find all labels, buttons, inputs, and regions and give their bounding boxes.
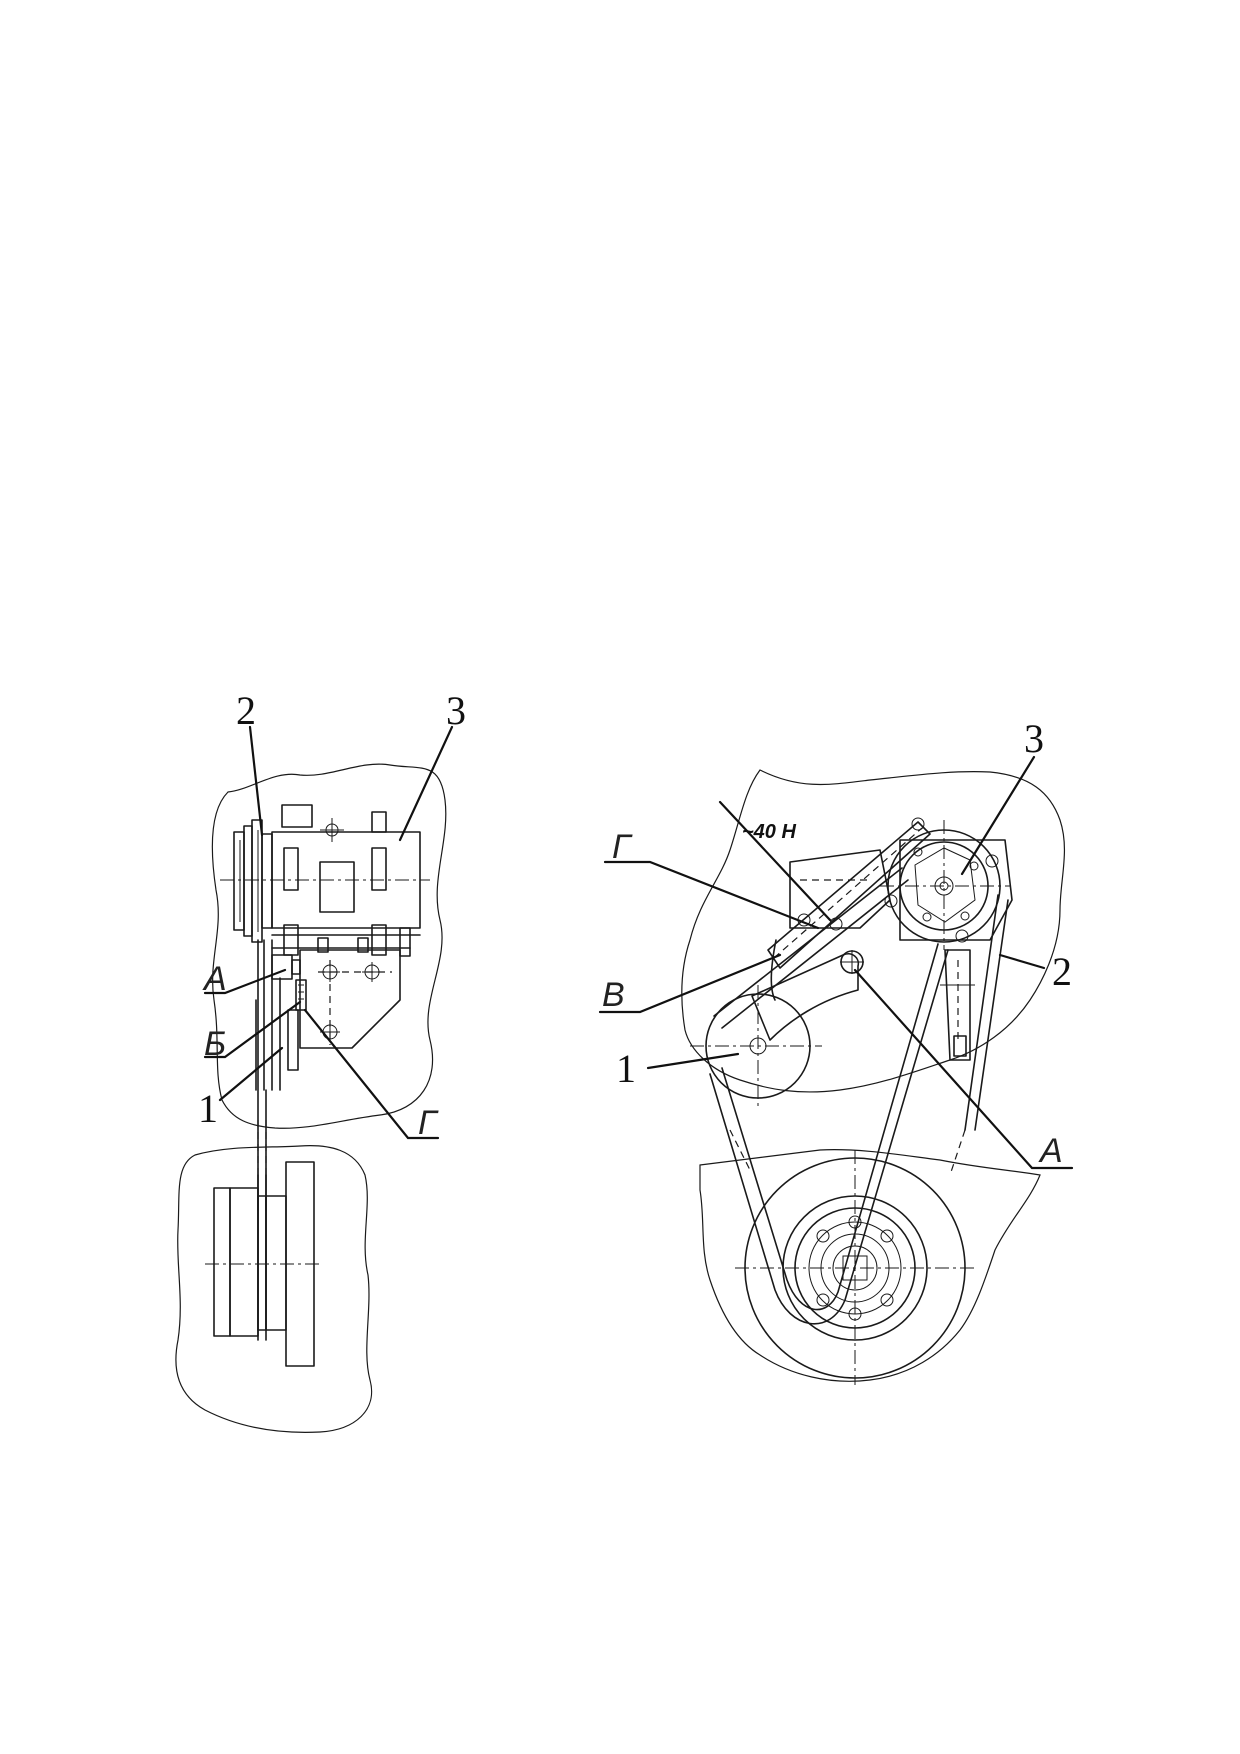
right-label-force: ~40 Н bbox=[742, 821, 796, 843]
right-leader-A bbox=[853, 968, 1074, 1170]
right-tension-arm bbox=[751, 950, 864, 1041]
left-label-B: Б bbox=[204, 1025, 226, 1063]
left-leader-B bbox=[203, 1000, 302, 1059]
right-label-V: В bbox=[602, 976, 625, 1014]
right-label-A: А bbox=[1038, 1132, 1063, 1170]
left-bracket bbox=[299, 937, 401, 1049]
left-leader-1 bbox=[218, 1046, 284, 1102]
left-leader-A bbox=[203, 968, 287, 995]
right-front-view: 3 ~40 Н Г 2 В 1 А bbox=[598, 716, 1074, 1385]
left-pulley bbox=[233, 819, 273, 943]
right-leader-force bbox=[718, 800, 832, 922]
left-label-2: 2 bbox=[236, 688, 256, 733]
right-label-G: Г bbox=[612, 828, 633, 866]
right-compressor bbox=[880, 817, 1013, 950]
right-crank-pulley bbox=[735, 1150, 975, 1385]
right-label-3: 3 bbox=[1024, 716, 1044, 761]
left-tension-arm bbox=[255, 939, 281, 1091]
left-label-A: А bbox=[202, 960, 227, 998]
right-leader-1 bbox=[646, 1052, 740, 1070]
right-leader-G bbox=[603, 860, 820, 930]
right-lower-outline bbox=[699, 1149, 1041, 1382]
right-adjust-strap bbox=[767, 821, 931, 1001]
left-adjust-bolts bbox=[271, 954, 307, 1071]
right-belt bbox=[709, 867, 1009, 1325]
right-label-2: 2 bbox=[1052, 949, 1072, 994]
left-side-view: 2 3 А Б 1 Г bbox=[175, 688, 466, 1433]
left-label-1: 1 bbox=[198, 1086, 218, 1131]
left-leader-G bbox=[303, 1008, 440, 1140]
right-label-1: 1 bbox=[616, 1046, 636, 1091]
left-upper-outline bbox=[211, 763, 447, 1129]
right-upper-outline bbox=[681, 769, 1066, 1093]
left-label-3: 3 bbox=[446, 688, 466, 733]
left-label-G: Г bbox=[418, 1104, 439, 1142]
left-crank-pulley bbox=[205, 1161, 320, 1367]
left-lower-outline bbox=[175, 1145, 373, 1433]
right-leader-3 bbox=[960, 755, 1036, 876]
left-leader-3 bbox=[398, 725, 454, 842]
right-side-bracket bbox=[940, 949, 975, 1061]
right-leader-V bbox=[598, 953, 782, 1014]
left-leader-2 bbox=[248, 725, 264, 837]
right-leader-2 bbox=[998, 953, 1046, 970]
